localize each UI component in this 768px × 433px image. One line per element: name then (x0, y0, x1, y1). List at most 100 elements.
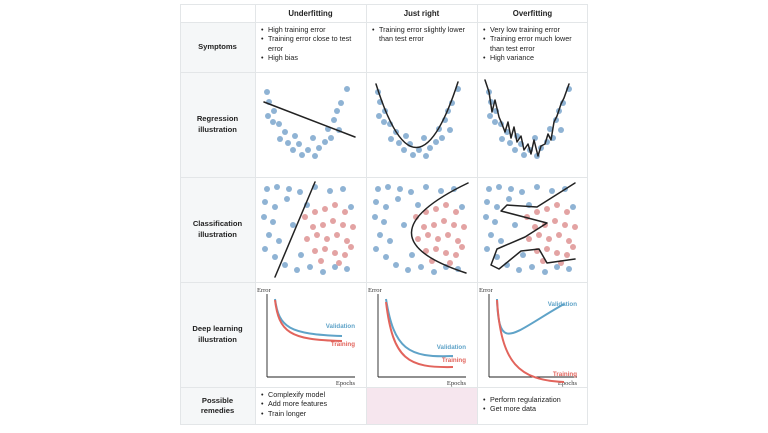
data-point (322, 139, 328, 145)
data-point (310, 224, 316, 230)
symptom-item: Very low training error (483, 25, 582, 35)
classification-just-right (366, 177, 477, 282)
deep-learning-label-text: Deep learning illustration (192, 324, 243, 344)
data-point (421, 224, 427, 230)
row-label-remedies: Possible remedies (180, 387, 255, 425)
data-point (302, 214, 308, 220)
data-point (439, 135, 445, 141)
data-point (433, 246, 439, 252)
data-point (296, 141, 302, 147)
data-point (431, 269, 437, 275)
data-point (415, 202, 421, 208)
data-point (512, 222, 518, 228)
data-point (272, 204, 278, 210)
data-point (499, 136, 505, 142)
data-point (294, 267, 300, 273)
data-point (516, 267, 522, 273)
remedy-item: Get more data (483, 404, 582, 414)
regression-fit-line (263, 101, 356, 138)
data-point (425, 232, 431, 238)
remedy-item: Train longer (261, 409, 360, 419)
data-point (488, 232, 494, 238)
data-point (552, 218, 558, 224)
data-point (282, 129, 288, 135)
validation-label: Validation (326, 323, 355, 330)
data-point (408, 189, 414, 195)
axis-label-error: Error (368, 287, 383, 294)
data-point (330, 218, 336, 224)
data-point (415, 236, 421, 242)
data-point (290, 147, 296, 153)
data-point (536, 232, 542, 238)
data-point (395, 196, 401, 202)
data-point (383, 204, 389, 210)
data-point (265, 113, 271, 119)
data-point (401, 222, 407, 228)
data-point (403, 133, 409, 139)
data-point (521, 152, 527, 158)
header-underfitting: Underfitting (255, 4, 366, 22)
data-point (312, 153, 318, 159)
data-point (270, 119, 276, 125)
data-point (385, 184, 391, 190)
data-point (451, 222, 457, 228)
data-point (405, 267, 411, 273)
data-point (261, 214, 267, 220)
data-point (332, 202, 338, 208)
grid-line (180, 4, 181, 425)
symptom-item: High variance (483, 53, 582, 63)
data-point (461, 224, 467, 230)
classification-good-fit-plot (372, 182, 469, 275)
data-point (320, 222, 326, 228)
data-point (348, 244, 354, 250)
data-point (459, 204, 465, 210)
data-point (542, 269, 548, 275)
data-point (381, 119, 387, 125)
data-point (342, 209, 348, 215)
data-point (520, 252, 526, 258)
data-point (381, 219, 387, 225)
data-point (388, 136, 394, 142)
data-point (532, 224, 538, 230)
data-point (348, 204, 354, 210)
regression-fit-curve (375, 81, 459, 149)
data-point (292, 133, 298, 139)
data-point (506, 196, 512, 202)
data-point (344, 266, 350, 272)
grid-line (180, 4, 588, 5)
data-point (486, 186, 492, 192)
header-just-right: Just right (366, 4, 477, 22)
data-point (544, 206, 550, 212)
grid-line (255, 4, 256, 425)
data-point (494, 204, 500, 210)
grid-line (180, 72, 588, 73)
data-point (556, 232, 562, 238)
classification-underfit-plot (261, 181, 356, 278)
data-point (334, 108, 340, 114)
data-point (387, 238, 393, 244)
classification-overfitting (477, 177, 588, 282)
regression-label-text: Regression illustration (196, 114, 239, 134)
data-point (340, 222, 346, 228)
data-point (264, 186, 270, 192)
axis-label-error: Error (479, 287, 494, 294)
remedies-underfitting: Complexify modelAdd more featuresTrain l… (255, 387, 366, 425)
data-point (554, 264, 560, 270)
data-point (409, 252, 415, 258)
curve-group (385, 298, 454, 369)
data-point (443, 250, 449, 256)
data-point (443, 202, 449, 208)
data-point (492, 219, 498, 225)
data-point (342, 252, 348, 258)
remedy-item: Add more features (261, 399, 360, 409)
symptom-item: Training error close to test error (261, 34, 360, 53)
data-point (438, 188, 444, 194)
regression-underfitting (255, 72, 366, 177)
decision-boundary-line (274, 181, 316, 278)
symptoms-label-text: Symptoms (198, 41, 237, 51)
data-point (271, 108, 277, 114)
data-point (453, 209, 459, 215)
data-point (396, 140, 402, 146)
data-point (484, 199, 490, 205)
